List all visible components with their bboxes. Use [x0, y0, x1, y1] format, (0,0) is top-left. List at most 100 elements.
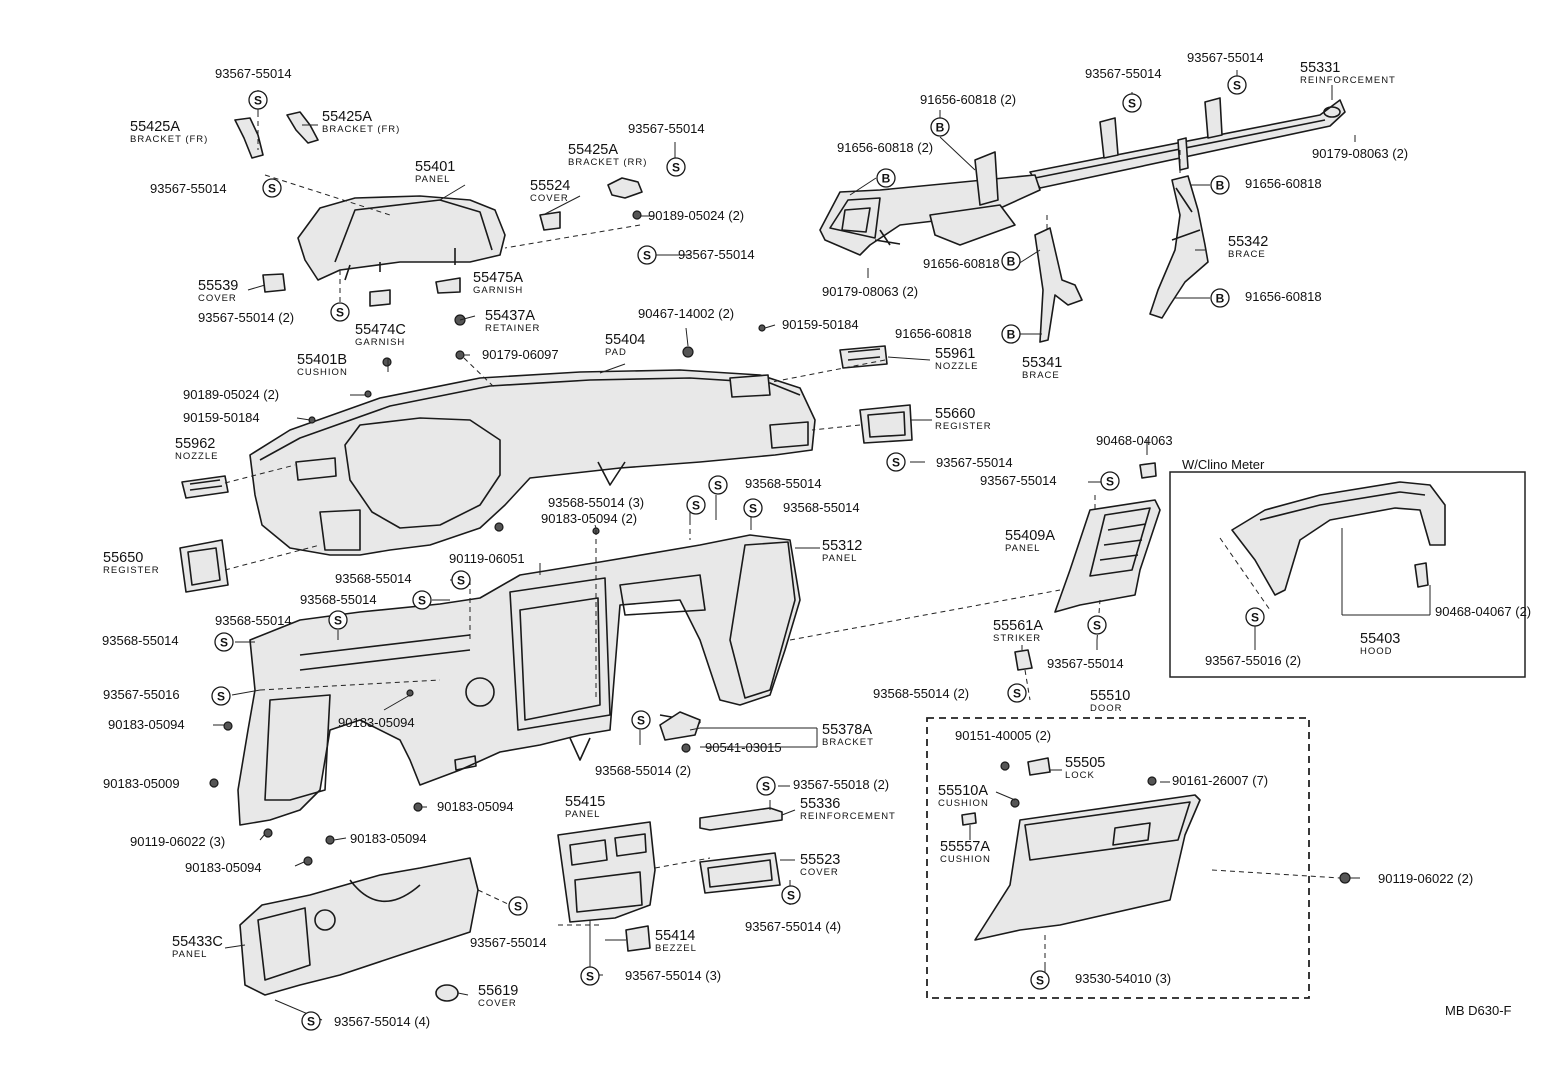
- part-number: 93567-55014: [980, 473, 1057, 488]
- part-callout: 90183-05094: [350, 831, 427, 846]
- svg-text:S: S: [672, 160, 680, 174]
- svg-text:S: S: [749, 501, 757, 515]
- svg-text:S: S: [307, 1014, 315, 1028]
- part-number: 90161-26007 (7): [1172, 773, 1268, 788]
- part-number: 93567-55014 (4): [745, 919, 841, 934]
- part-number: 90179-08063 (2): [822, 284, 918, 299]
- part-number: 55510A: [938, 783, 988, 799]
- part-number: 93568-55014: [215, 613, 292, 628]
- part-number: 90159-50184: [183, 410, 260, 425]
- part-callout: 93530-54010 (3)S: [1030, 970, 1171, 990]
- s-symbol-icon: S: [781, 885, 801, 905]
- part-callout: 90179-08063 (2): [1312, 146, 1408, 161]
- part-number: 90183-05094: [437, 799, 514, 814]
- part-number: 93567-55016: [103, 687, 180, 702]
- part-callout: 93567-55014 (4) S: [301, 1011, 430, 1031]
- s-symbol-icon: S: [508, 896, 528, 916]
- part-number: 90189-05024 (2): [648, 208, 744, 223]
- part-number: 93567-55016 (2): [1205, 653, 1301, 668]
- part-callout: 90179-08063 (2): [822, 284, 918, 299]
- part-name: STRIKER: [993, 633, 1041, 644]
- s-symbol-icon: S: [743, 498, 763, 518]
- part-number: 91656-60818: [1245, 289, 1322, 304]
- part-number: 93568-55014 (2): [595, 763, 691, 778]
- part-callout: 93567-55016 (2)S: [1205, 607, 1301, 668]
- part-name: PAD: [605, 347, 627, 358]
- s-symbol-icon: S: [631, 710, 651, 730]
- s-symbol-icon: S: [1100, 471, 1120, 491]
- part-number: 55425A: [130, 119, 180, 135]
- svg-text:S: S: [220, 635, 228, 649]
- part-callout: 93567-55014 S: [980, 471, 1120, 491]
- part-number: 55524: [530, 178, 570, 194]
- part-name: PANEL: [565, 809, 600, 820]
- svg-text:S: S: [714, 478, 722, 492]
- part-number: 55561A: [993, 618, 1043, 634]
- part-number: 55619: [478, 983, 518, 999]
- part-number: 55409A: [1005, 528, 1055, 544]
- svg-text:S: S: [643, 248, 651, 262]
- part-number: 55404: [605, 332, 645, 348]
- part-name: PANEL: [822, 553, 857, 564]
- b-symbol-icon: B: [1210, 175, 1230, 195]
- s-symbol-icon: S: [451, 570, 471, 590]
- part-number: 90183-05094: [108, 717, 185, 732]
- part-name: BRACE: [1228, 249, 1266, 260]
- part-number: 93567-55014 (4): [334, 1014, 430, 1029]
- part-number: 90468-04067 (2): [1435, 604, 1531, 619]
- part-number: 91656-60818: [1245, 176, 1322, 191]
- part-callout: 93567-55014 (4) S: [745, 885, 841, 934]
- part-number: 90151-40005 (2): [955, 728, 1051, 743]
- svg-text:B: B: [936, 120, 945, 134]
- part-number: 55425A: [568, 142, 618, 158]
- part-name: COVER: [530, 193, 569, 204]
- part-name: DOOR: [1090, 703, 1123, 714]
- side-panel-drawing: [1014, 462, 1161, 671]
- part-number: 90119-06051: [449, 551, 525, 566]
- part-name: LOCK: [1065, 770, 1095, 781]
- part-callout: 91656-60818 (2)B: [920, 92, 1016, 137]
- part-name: CUSHION: [297, 367, 348, 378]
- part-number: 55425A: [322, 109, 372, 125]
- svg-text:S: S: [418, 593, 426, 607]
- svg-text:B: B: [1007, 254, 1016, 268]
- vent-drawings: [179, 345, 913, 593]
- part-number: 55961: [935, 346, 975, 362]
- part-number: 55312: [822, 538, 862, 554]
- part-number: 93567-55014: [1085, 66, 1162, 81]
- s-symbol-icon: S: [756, 776, 776, 796]
- part-name: HOOD: [1360, 646, 1393, 657]
- svg-text:B: B: [882, 171, 891, 185]
- svg-text:S: S: [1093, 618, 1101, 632]
- s-symbol-icon: S: [886, 452, 906, 472]
- part-number: 93567-55014 (3): [625, 968, 721, 983]
- s-symbol-icon: S: [330, 302, 350, 322]
- s-symbol-icon: S: [637, 245, 657, 265]
- part-name: COVER: [800, 867, 839, 878]
- part-name: COVER: [198, 293, 237, 304]
- part-number: 55414: [655, 928, 695, 944]
- part-name: BRACKET: [822, 737, 874, 748]
- s-symbol-icon: S: [1007, 683, 1027, 703]
- part-callout: 91656-60818 B: [1210, 175, 1322, 195]
- s-symbol-icon: S: [1030, 970, 1050, 990]
